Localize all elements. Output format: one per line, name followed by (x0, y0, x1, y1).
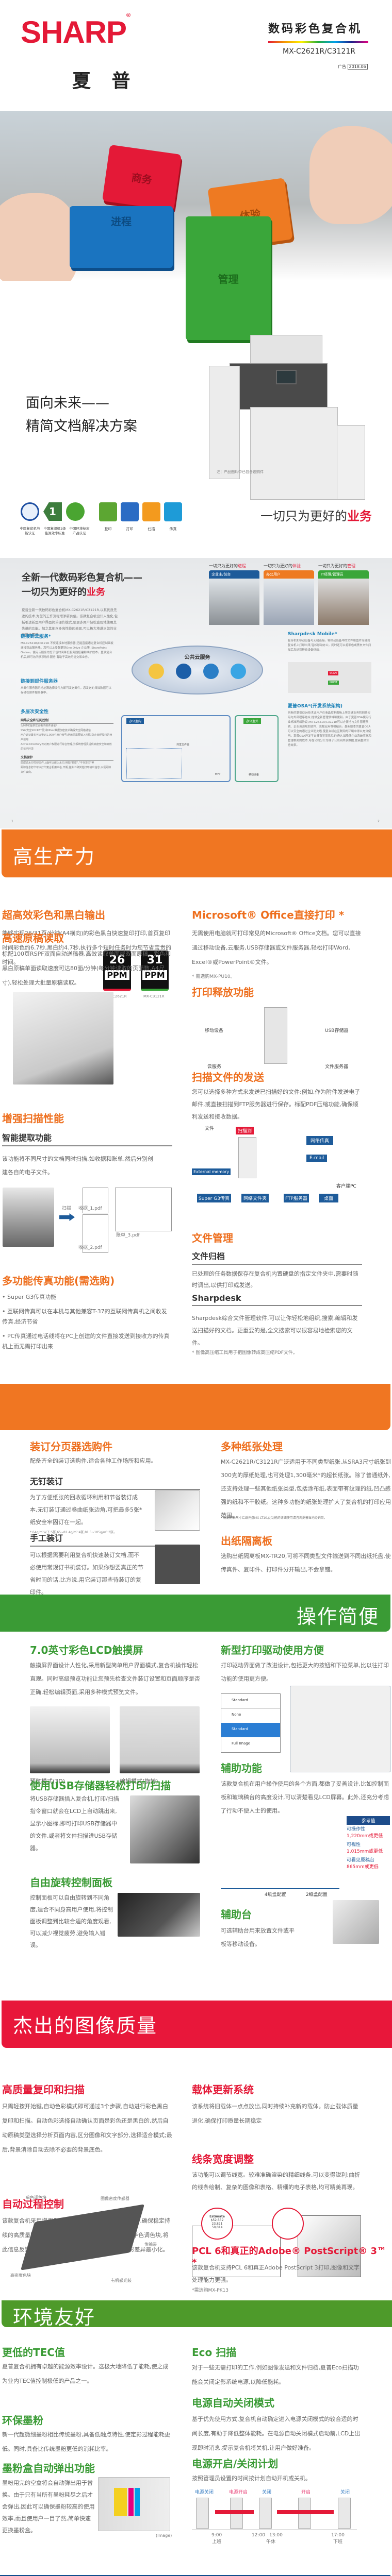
scan-arrow-icon (59, 1213, 75, 1221)
fax-icon (164, 502, 182, 521)
copy-icon (99, 502, 117, 521)
google-drive-icon (149, 664, 165, 679)
cert-labels: 中国复印机节能认证 中国复印机1级能源效率标准 中国环境标志产品认证 (20, 527, 90, 535)
model-number: MX-C2621R/C3121R (283, 47, 356, 56)
rotating-panel-image (118, 1893, 200, 1937)
print-icon (121, 502, 139, 521)
hero-footer: 注：产品图片中已包含选购件 1 中国复印机节能认证 中国复印机1级能源效率标准 … (0, 443, 392, 546)
preview-3d-screenshot (30, 1706, 110, 1773)
overview-title-1: 全新一代数码彩色复合机—— (22, 572, 142, 583)
cloud-diagram: 公共云服务 (132, 646, 263, 694)
section-band-finishing (0, 1384, 390, 1430)
ppm-badge-31: 31 PPM (141, 951, 169, 991)
toner-ejection-image (98, 2477, 170, 2531)
headline-2: 精简文档解决方案 (26, 418, 137, 434)
productivity-section: 超高效彩色和黑白输出 能够实现26/31页/分钟(A4横向)的彩色黑白快速复印打… (2, 909, 171, 998)
transfer-belt-diagram: 单色调色块 图像密度传感器 传输带 高密度色块 有机感光鼓 (10, 2195, 157, 2283)
accessibility-diagram: 参考值 可操作性 1,220mm或更低 可视性 1,015mm或更低 可看见原稿… (221, 1816, 391, 1897)
arrow-on-2 (277, 2510, 334, 2514)
eco-label-cert-icon (66, 502, 85, 521)
function-labels: 复印 打印 扫描 传真 (104, 527, 177, 531)
utility-table-image (333, 1900, 379, 1944)
scan-icon (142, 502, 160, 521)
receipt-1 (83, 1188, 108, 1213)
line-width-sample: Estimate $52,552 23,821 59,014 (192, 2208, 362, 2277)
product-image-note: 注：产品图片中已包含选购件 (217, 470, 264, 474)
overview-intro: 夏普全新一代数码彩色复合机MX-C2621R/C3121R,以其优良先进的技术,… (22, 608, 118, 637)
hero-lower: 进程 管理 面向未来—— 精简文档解决方案 (0, 206, 392, 500)
puzzle-piece-management: 管理 (186, 216, 271, 340)
headline-1: 面向未来—— (26, 395, 109, 411)
box-icon (230, 664, 246, 679)
office-in-box: 办公室内 共享文件夹 MFP (121, 715, 231, 782)
ppm-badge-26: 26 PPM (103, 951, 131, 991)
hand-left (0, 193, 77, 281)
persona-card: 一切只为更好的体验 办公用户 (264, 563, 314, 625)
mfp-product-image (199, 335, 369, 505)
usb-panel-image (130, 1795, 200, 1863)
product-type: 数码彩色复合机 (268, 23, 363, 36)
manual-staple-image (155, 1545, 200, 1584)
section-band-image-quality: 杰出的图像质量 (2, 2001, 392, 2048)
overview-title-2: 一切只为更好的业务 (22, 587, 105, 598)
persona-card: 一切只为更好的进程 企业主/前台 (209, 563, 259, 625)
invoice-3 (115, 1188, 172, 1231)
ad-label: 广告 2018.06 (338, 64, 368, 70)
scan-send-diagram: 文件 扫描到 网络传真 E-mail External memory Super… (192, 1126, 362, 1208)
function-icons (99, 502, 182, 521)
energy-level-1-icon: 1 (43, 502, 62, 521)
receipt-2 (83, 1214, 108, 1253)
edit-rotate-screenshot (120, 1706, 200, 1773)
energy-saving-cert-icon (21, 502, 39, 521)
office-direct-print-diagram: 移动设备 USB存储器 云服务 文件服务器 (192, 1007, 362, 1077)
rainbow-bar (268, 41, 368, 43)
onedrive-icon (176, 664, 192, 679)
left-column: 链接到云服务* MX-C2621R/C3121R 不仅连接本地服务器,还能直接通… (21, 634, 113, 774)
right-column: Sharpdesk Mobile* 复合机和移动设备可无缝连接。将移动设备中的文… (288, 632, 371, 747)
certifications: 1 (21, 502, 85, 521)
section-band-eco: 环境友好 (2, 2300, 392, 2329)
driver-window-screenshot (290, 1686, 390, 1772)
section-band-config: 系统配置 (0, 2575, 390, 2576)
driver-dropdown: Standard None Standard Full Image (221, 1693, 281, 1753)
brochure-header: SHARP® 夏 普 数码彩色复合机 MX-C2621R/C3121R 广告 2… (0, 0, 392, 111)
hand-right (309, 126, 392, 224)
rspf-feeder-image (13, 992, 113, 1084)
persona-cards: 一切只为更好的进程 企业主/前台 一切只为更好的体验 办公用户 一切只为更好的管… (209, 563, 369, 625)
puzzle-piece-business: 商务 (102, 144, 182, 211)
office-out-box: 办公室外 移动设备 (235, 715, 279, 782)
sharp-logo: SHARP® (21, 12, 130, 49)
brand-chinese: 夏 普 (72, 71, 138, 92)
persona-card: 一切只为更好的管理 IT经理/管理员 (318, 563, 369, 625)
section-band-productivity: 高生产力 (2, 829, 392, 877)
pcl-ps-title: PCL 6和真正的Adobe® PostScript® 3™ * (192, 2246, 387, 2268)
slogan: 一切只为更好的业务 (260, 509, 372, 523)
sharepoint-icon (203, 664, 219, 679)
section-band-operation: 操作简便 (0, 1595, 390, 1632)
overview-spread: 全新一代数码彩色复合机—— 一切只为更好的业务 夏普全新一代数码彩色复合机MX-… (0, 558, 392, 828)
puzzle-piece-process: 进程 (70, 206, 173, 268)
fax-features-list: • Super G3传真功能 • 互联网传真可以在本机与其他兼容T-37的互联网… (2, 1294, 170, 1350)
smart-extract-scanner-image (3, 1188, 54, 1247)
arrow-on-1 (215, 2510, 254, 2514)
staple-free-image (155, 1490, 200, 1531)
sharpdesk-mobile-diagram: SCAN PRINT (288, 662, 371, 693)
